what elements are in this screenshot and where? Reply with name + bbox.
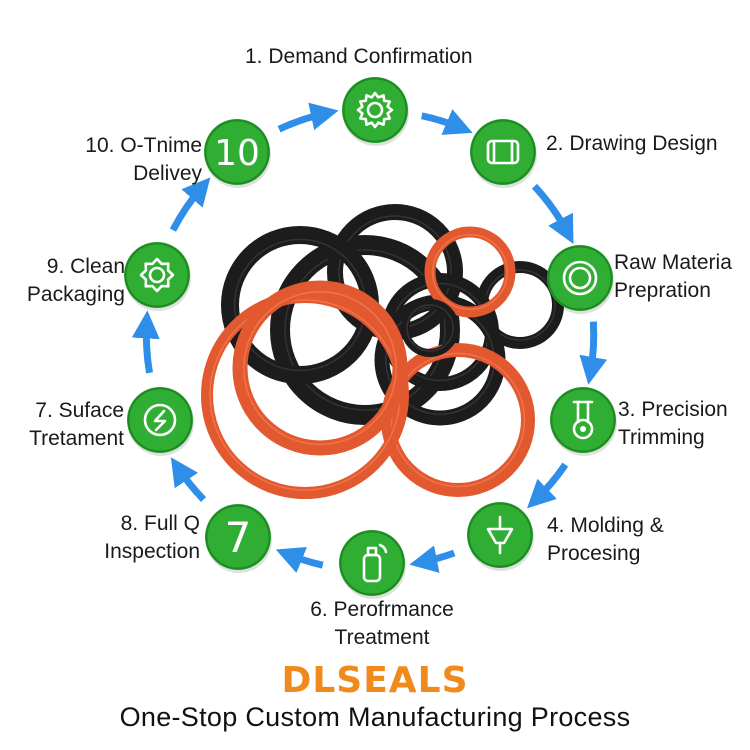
step-label-line: 3. Precision [618, 398, 728, 421]
step-label-line: Prepration [614, 279, 711, 302]
step-node-10: 10 [204, 119, 271, 188]
step-label-line: 8. Full Q [120, 512, 200, 535]
spray-can-icon [362, 543, 388, 583]
step-node-6 [339, 530, 406, 599]
cycle-arrow [409, 545, 456, 573]
gear-icon [356, 91, 394, 129]
step-node-7 [127, 387, 194, 456]
trimming-tool-icon [572, 400, 594, 440]
mold-nozzle-icon [486, 515, 514, 555]
cycle-arrow [579, 321, 608, 385]
step-node-1 [342, 77, 409, 146]
svg-text:7: 7 [225, 513, 252, 562]
step-label-line: 10. O-Tnime [85, 134, 202, 157]
step-label-line: Packaging [26, 283, 125, 306]
seal-ring [424, 226, 516, 318]
step-label-8: 8. Full Q Inspection [104, 510, 200, 566]
step-node-8: 7 [205, 504, 272, 573]
ring-icon [562, 260, 598, 296]
surface-s-icon [143, 403, 177, 437]
step-node-2b [547, 245, 614, 314]
step-node-2 [470, 119, 537, 188]
step-label-4: 4. Molding & Procesing [547, 512, 664, 568]
step-label-line: Delivey [133, 162, 202, 185]
cycle-arrows [131, 102, 608, 573]
number-seven-icon: 7 [225, 513, 252, 562]
step-label-line: Treatment [334, 626, 430, 649]
step-label-line: 7. Suface [35, 399, 124, 422]
step-label-line: Trimming [618, 426, 705, 449]
step-label-line: Raw Materia [614, 251, 732, 274]
page-subtitle: One-Stop Custom Manufacturing Process [119, 702, 631, 732]
step-node-9 [124, 242, 191, 311]
step-label-line: 2. Drawing Design [546, 132, 718, 155]
cycle-arrow [170, 457, 207, 502]
cycle-arrow [527, 462, 569, 509]
seal-ring [232, 280, 408, 456]
number-ten-icon: 10 [214, 133, 260, 174]
drawing-board-icon [486, 139, 520, 165]
cycle-arrow [275, 547, 324, 573]
svg-text:10: 10 [214, 133, 260, 174]
step-label-1: 1. Demand Confirmation [245, 43, 473, 71]
step-label-line: Tretament [29, 427, 124, 450]
cycle-arrow [531, 183, 574, 245]
step-label-line: Procesing [547, 542, 641, 565]
cycle-arrow [420, 109, 473, 135]
cycle-arrow [131, 310, 160, 374]
cycle-arrow [169, 177, 211, 232]
brand-logo: DLSEALS [281, 660, 469, 701]
step-label-line: 6. Perofrmance [310, 598, 454, 621]
step-label-2: 2. Drawing Design [546, 130, 718, 158]
seal-ring [401, 299, 459, 357]
step-label-line: Inspection [104, 540, 200, 563]
seal-ring [270, 235, 460, 425]
process-nodes: 7 10 [124, 77, 617, 599]
cycle-arrow [277, 102, 339, 133]
badge-gear-icon [139, 257, 175, 293]
seal-rings-photo [201, 204, 564, 499]
step-node-3 [550, 387, 617, 456]
step-label-line: 4. Molding & [547, 514, 664, 537]
step-node-4 [467, 502, 534, 571]
step-label-line: 9. Clean [46, 255, 125, 278]
step-label-line: 1. Demand Confirmation [245, 45, 473, 68]
